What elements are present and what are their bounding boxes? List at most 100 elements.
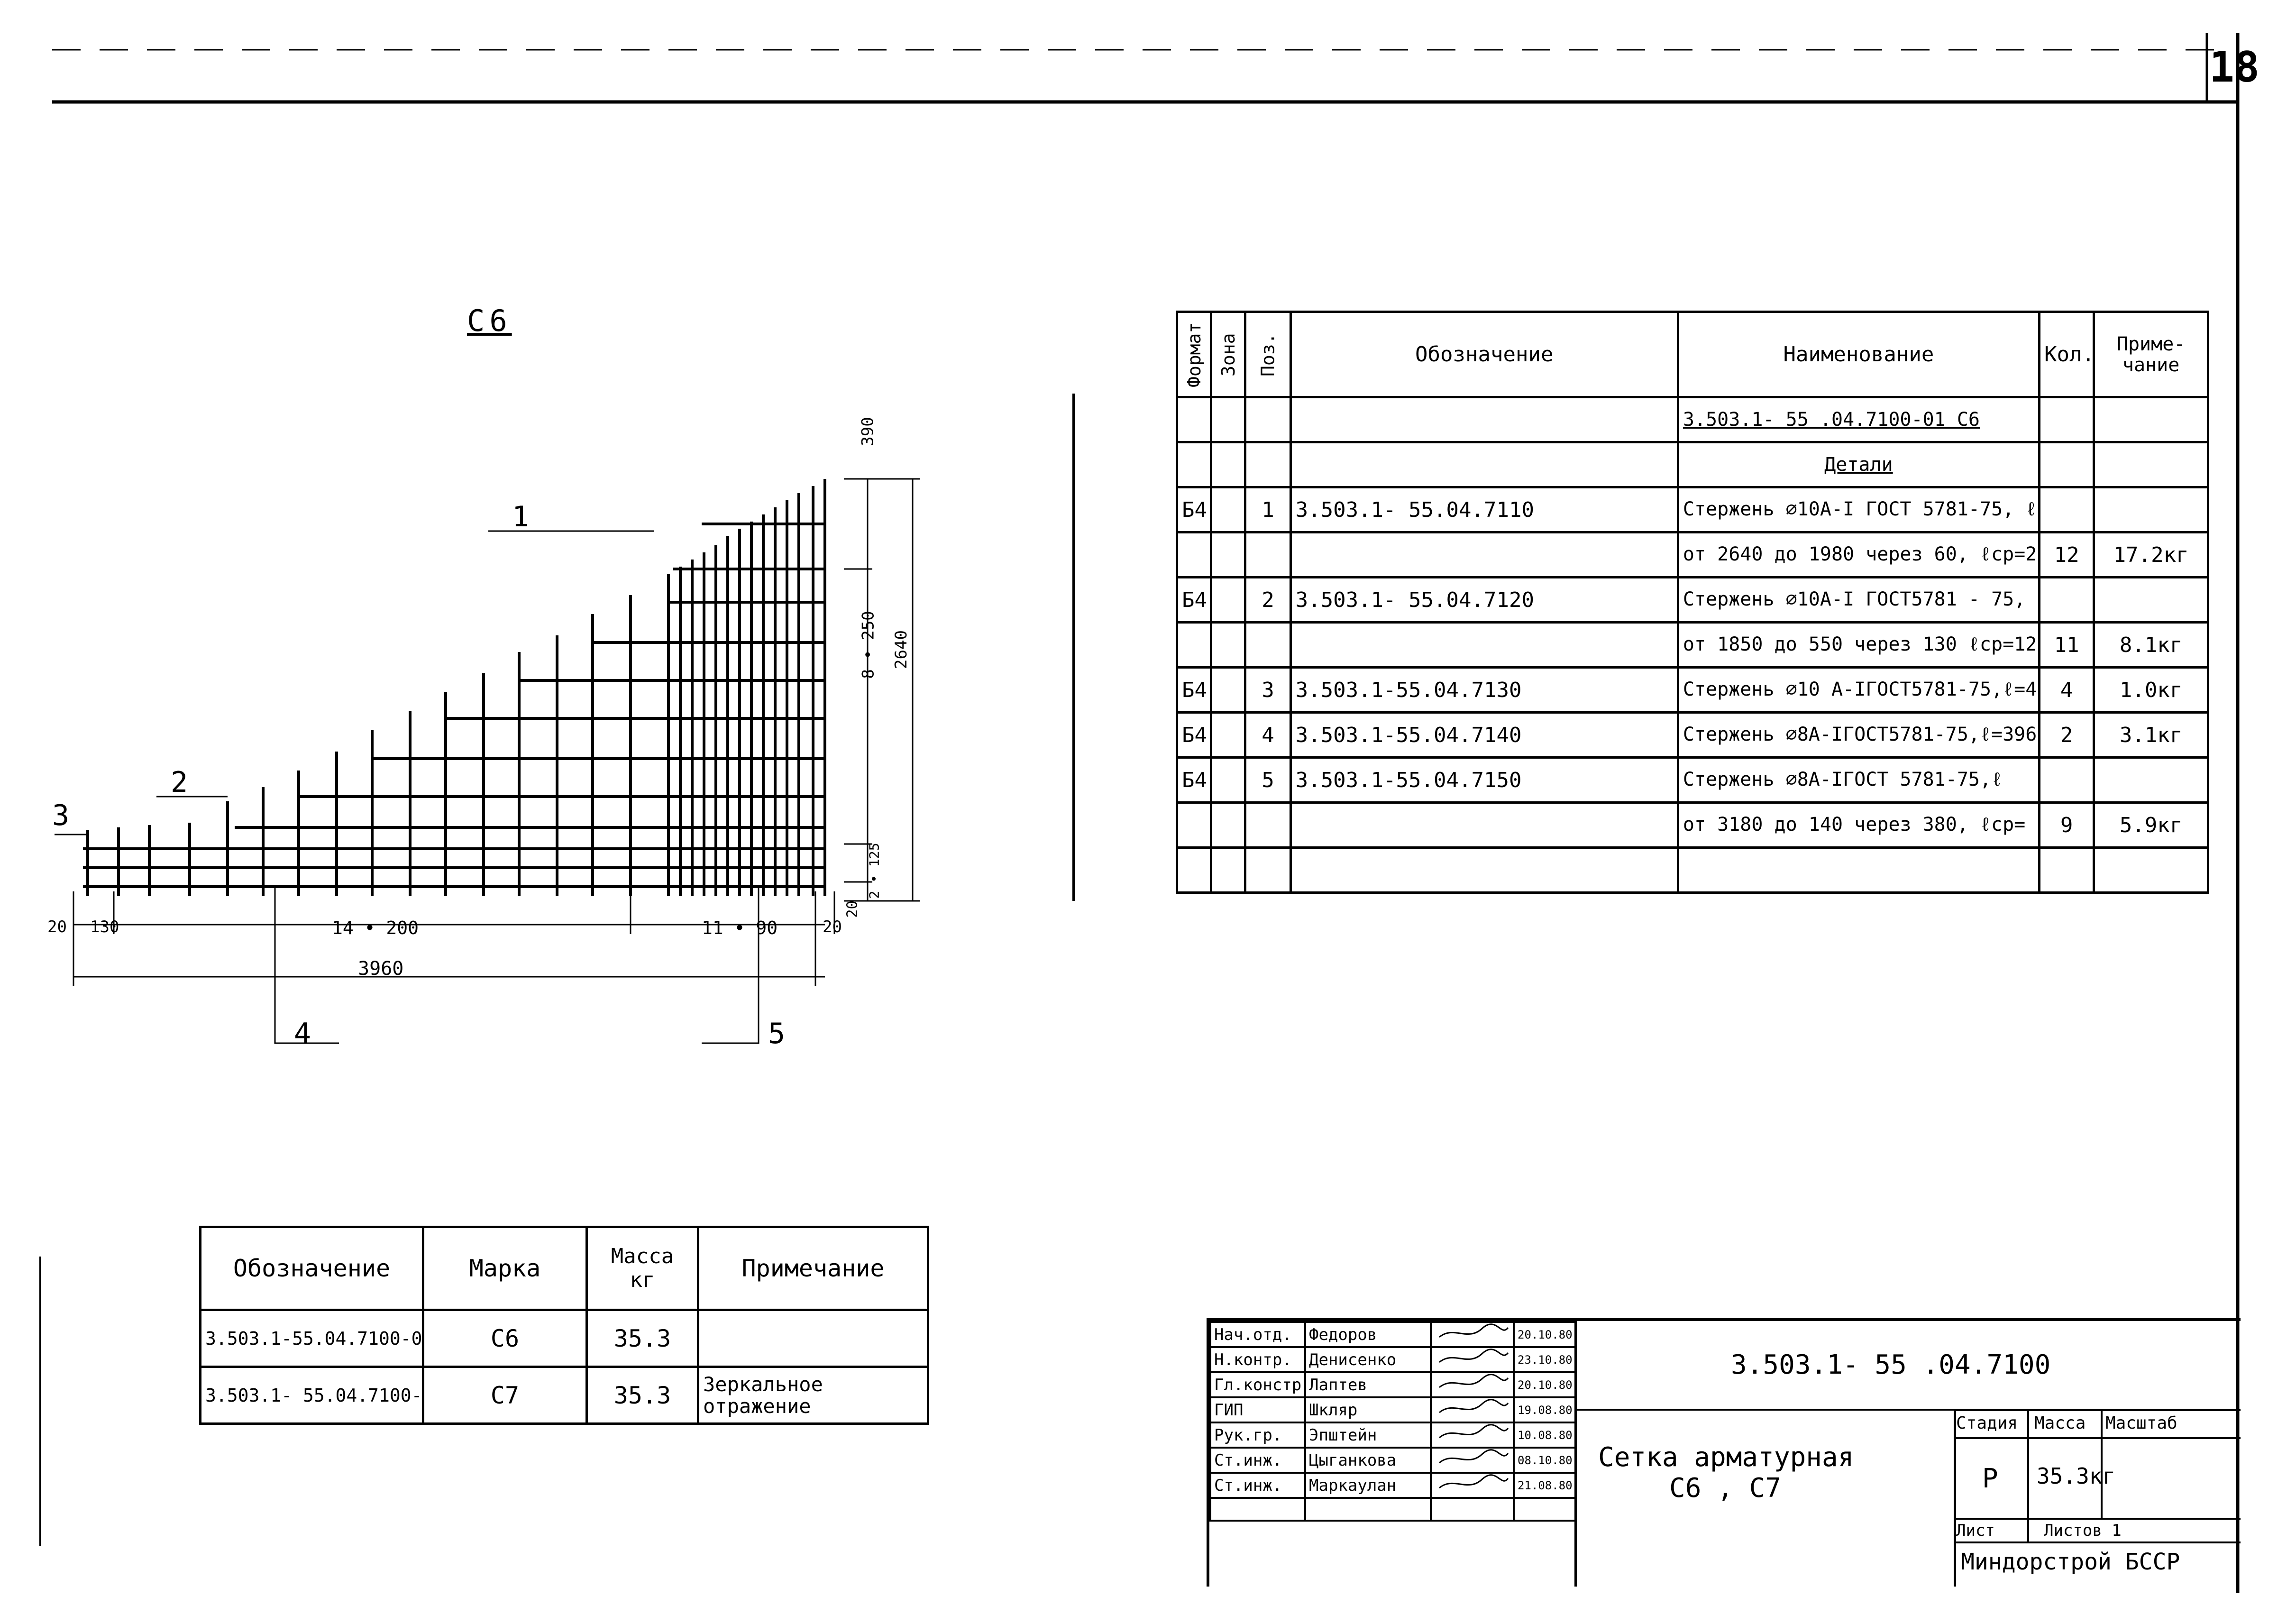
mass-cell-mass: 35.3 <box>585 1366 699 1425</box>
spec-cell-pos <box>1244 441 1292 488</box>
mass-row: 3.503.1-55.04.7100-01 С6 35.3 <box>199 1309 929 1368</box>
spec-cell-qty <box>2038 846 2095 894</box>
spec-cell-note: 3.1кг <box>2093 711 2209 759</box>
spec-cell-zone <box>1210 441 1247 488</box>
spec-cell-zone <box>1210 486 1247 533</box>
spec-cell-format: Б4 <box>1175 666 1213 714</box>
spec-cell-qty: 11 <box>2038 621 2095 669</box>
signature-cell-sign <box>1430 1472 1515 1499</box>
spec-cell-format <box>1175 441 1213 488</box>
header-zone: Зона <box>1211 312 1245 397</box>
mass-value: 35.3кг <box>2037 1463 2116 1489</box>
spec-cell-zone <box>1210 621 1247 669</box>
spec-cell-designation: 3.503.1- 55.04.7110 <box>1289 486 1679 533</box>
spec-cell-qty <box>2038 576 2095 624</box>
spec-cell-name: Стержень ∅10 А-IГОСТ5781-75,ℓ=410 <box>1676 666 2040 714</box>
spec-cell-zone <box>1210 801 1247 849</box>
mass-cell-mark: С7 <box>422 1366 588 1425</box>
spec-cell-pos: 2 <box>1244 576 1292 624</box>
spec-cell-pos: 4 <box>1244 711 1292 759</box>
drawing-title: С6 <box>467 303 512 338</box>
spec-cell-name: от 3180 до 140 через 380, ℓср= 1660 <box>1676 801 2040 849</box>
spec-cell-note <box>2093 576 2209 624</box>
dim-11x90: 11 • 90 <box>702 918 778 938</box>
spec-cell-name: Стержень ∅10А-I ГОСТ5781 - 75, ℓ <box>1676 576 2040 624</box>
spec-cell-qty: 4 <box>2038 666 2095 714</box>
spec-cell-designation: 3.503.1-55.04.7130 <box>1289 666 1679 714</box>
scale-label: Масштаб <box>2105 1413 2177 1433</box>
signature-cell-name: Лаптев <box>1304 1371 1432 1398</box>
spec-cell-name: 3.503.1- 55 .04.7100-01 С6 <box>1676 396 2040 443</box>
header-pos: Поз. <box>1245 312 1291 397</box>
signature-cell-name: Эпштейн <box>1304 1422 1432 1449</box>
spec-cell-note: 8.1кг <box>2093 621 2209 669</box>
signature-mark <box>1439 1349 1509 1363</box>
spec-cell-pos <box>1244 846 1292 894</box>
dim-130: 130 <box>90 918 119 936</box>
spec-cell-designation <box>1289 441 1679 488</box>
signature-cell-sign <box>1430 1447 1515 1474</box>
signature-cell-date: 23.10.80 <box>1513 1346 1576 1373</box>
signature-cell-name: Шкляр <box>1304 1396 1432 1423</box>
spec-cell-name: Стержень ∅10А-I ГОСТ 5781-75, ℓ <box>1676 486 2040 533</box>
signature-mark <box>1439 1450 1509 1464</box>
spec-cell-name: от 1850 до 550 через 130 ℓср=1200 <box>1676 621 2040 669</box>
signature-cell-role: ГИП <box>1209 1396 1306 1423</box>
pos-label-4: 4 <box>294 1017 311 1050</box>
spec-cell-designation <box>1289 621 1679 669</box>
pos-label-3: 3 <box>52 799 70 832</box>
spec-table: Формат Зона Поз. Обозначение Наименовани… <box>1175 311 2209 894</box>
spec-cell-pos: 1 <box>1244 486 1292 533</box>
signature-cell-role: Ст.инж. <box>1209 1472 1306 1499</box>
dim-2640: 2640 <box>891 630 911 669</box>
signature-cell-role: Н.контр. <box>1209 1346 1306 1373</box>
spec-cell-pos <box>1244 396 1292 443</box>
spec-cell-qty <box>2038 756 2095 804</box>
document-code: 3.503.1- 55 .04.7100 <box>1731 1349 2051 1380</box>
signature-cell-role: Гл.констр. <box>1209 1371 1306 1398</box>
signature-mark <box>1439 1399 1509 1413</box>
dim-2x125: 2 • 125 <box>866 843 882 899</box>
signature-cell-empty <box>1209 1497 1306 1522</box>
spec-cell-pos <box>1244 531 1292 578</box>
signature-cell-empty <box>1304 1497 1432 1522</box>
dim-20-right-v: 20 <box>844 900 861 918</box>
signature-cell-role: Рук.гр. <box>1209 1422 1306 1449</box>
stage-value: Р <box>1982 1463 1998 1494</box>
header-designation: Обозначение <box>1289 311 1679 398</box>
spec-cell-designation: 3.503.1-55.04.7140 <box>1289 711 1679 759</box>
spec-cell-designation <box>1289 396 1679 443</box>
mass-header-row: Обозначение Марка Масса кг Примечание <box>199 1226 929 1311</box>
spec-cell-qty: 9 <box>2038 801 2095 849</box>
dim-20-left: 20 <box>47 918 67 936</box>
signature-row-empty <box>1209 1497 1576 1522</box>
spec-row: 3.503.1- 55 .04.7100-01 С6 <box>1175 396 2209 443</box>
spec-cell-note: 5.9кг <box>2093 801 2209 849</box>
mass-cell-mark: С6 <box>422 1309 588 1368</box>
dim-20-right: 20 <box>823 918 842 936</box>
spec-cell-note: 17.2кг <box>2093 531 2209 578</box>
spec-cell-name: Стержень ∅8А-IГОСТ 5781-75,ℓ <box>1676 756 2040 804</box>
spec-cell-qty <box>2038 441 2095 488</box>
spec-cell-format <box>1175 846 1213 894</box>
header-name: Наименование <box>1676 311 2040 398</box>
signature-mark <box>1439 1424 1509 1439</box>
signature-cell-name: Маркаулан <box>1304 1472 1432 1499</box>
signature-cell-date: 20.10.80 <box>1513 1321 1576 1348</box>
spec-cell-designation <box>1289 846 1679 894</box>
signature-cell-name: Денисенко <box>1304 1346 1432 1373</box>
mass-header-mark: Марка <box>422 1226 588 1311</box>
spec-cell-format: Б4 <box>1175 486 1213 533</box>
sheet-label: Лист <box>1956 1521 1995 1540</box>
signature-cell-sign <box>1430 1396 1515 1423</box>
spec-cell-designation <box>1289 531 1679 578</box>
mass-header-note: Примечание <box>697 1226 929 1311</box>
